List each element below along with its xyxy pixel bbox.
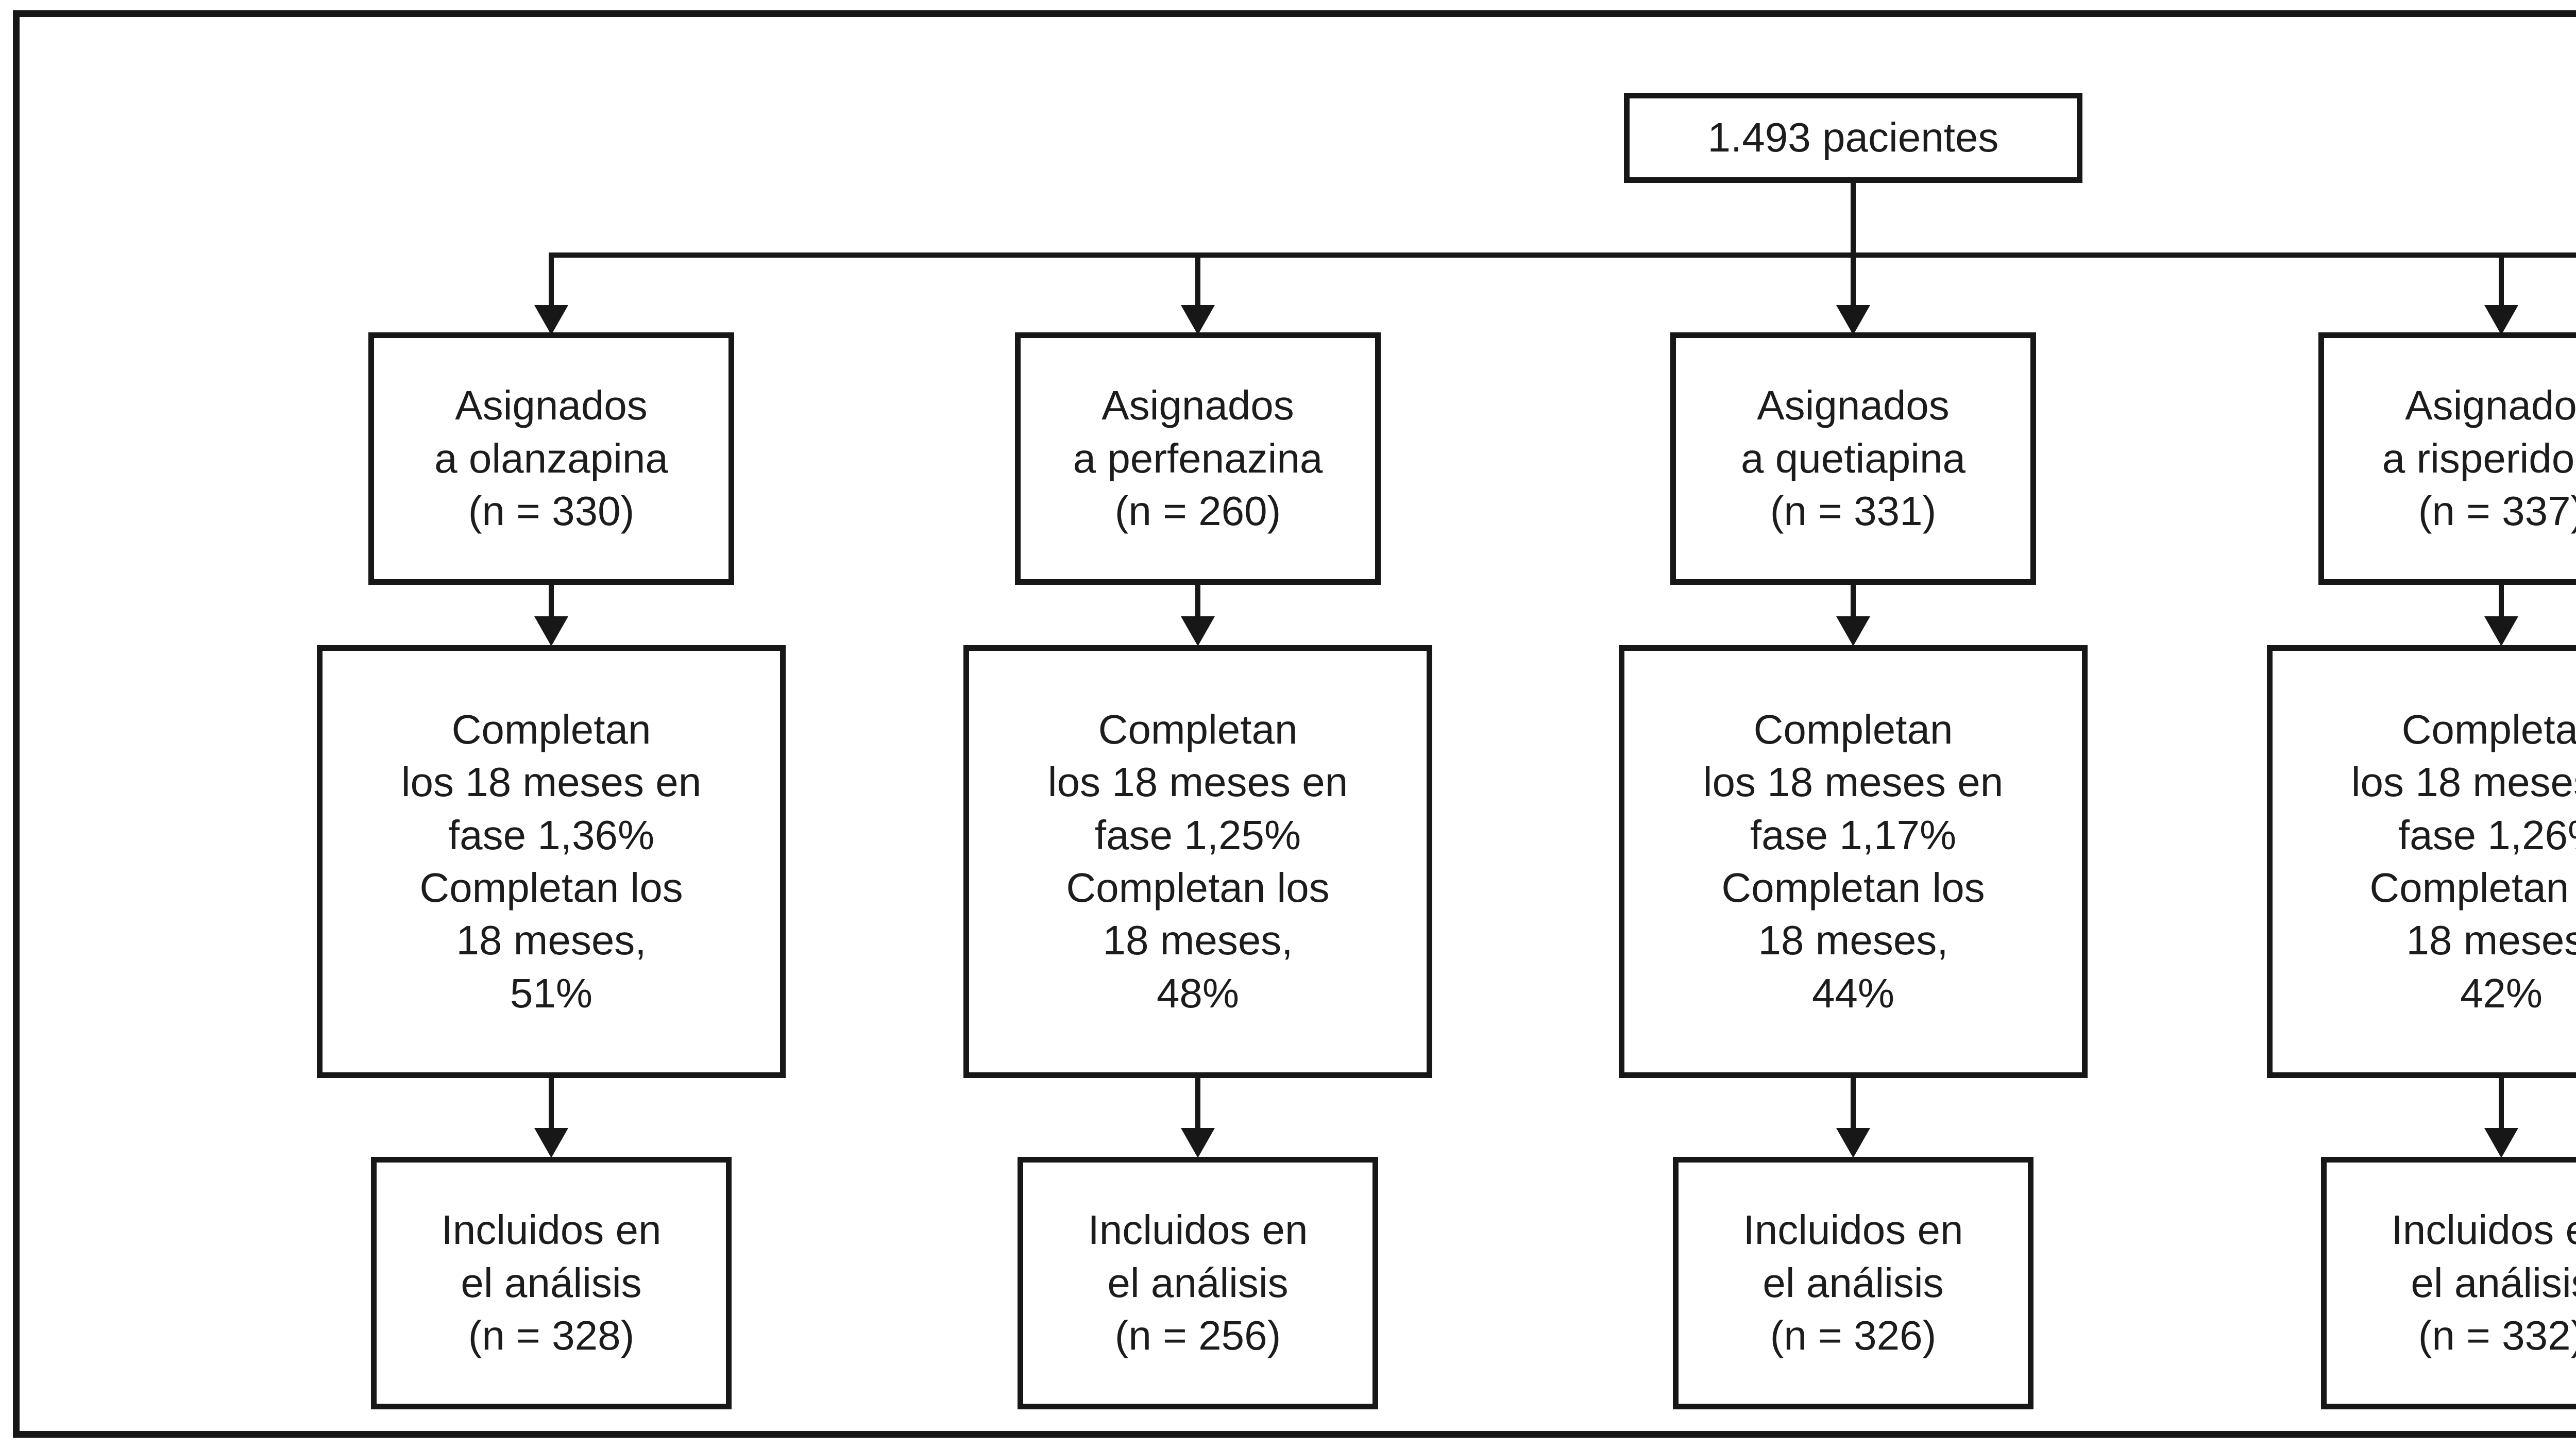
root-box-total-patients: 1.493 pacientes (1624, 93, 2082, 183)
completion-line: Completan (451, 706, 651, 752)
connector-stem-to-completion-risperidona (2499, 582, 2504, 619)
completion-box-olanzapina: Completan los 18 meses en fase 1,36% Com… (317, 645, 786, 1078)
assigned-box-olanzapina: Asignados a olanzapina (n = 330) (368, 332, 734, 585)
connector-stem-to-included-quetiapina (1851, 1077, 1856, 1131)
completion-line: los 18 meses en (1047, 759, 1348, 805)
assigned-count: (n = 330) (468, 488, 635, 534)
assigned-line: Asignados (2405, 382, 2576, 429)
completion-line: Completan (1753, 706, 1953, 752)
assigned-line: Asignados (455, 382, 648, 429)
completion-phase-pct: fase 1,36% (448, 812, 655, 858)
assigned-box-perfenazina: Asignados a perfenazina (n = 260) (1015, 332, 1381, 585)
completion-line: 18 meses, (1758, 917, 1948, 964)
arrow-down-icon (2484, 616, 2518, 646)
connector-stem-to-assigned-perfenazina (1195, 256, 1200, 307)
connector-stem-to-assigned-risperidona (2499, 256, 2504, 307)
assigned-count: (n = 337) (2418, 488, 2576, 534)
included-count: (n = 328) (468, 1312, 635, 1359)
arrow-down-icon (2484, 305, 2518, 335)
included-line: el análisis (1107, 1259, 1289, 1306)
arrow-down-icon (534, 1128, 568, 1158)
arrow-down-icon (1836, 616, 1870, 646)
completion-line: Completan los (1066, 865, 1330, 911)
included-line: el análisis (1762, 1259, 1944, 1306)
completion-total-pct: 48% (1156, 970, 1240, 1016)
included-count: (n = 326) (1770, 1312, 1937, 1359)
arrow-down-icon (1181, 305, 1215, 335)
connector-root-stem (1851, 181, 1856, 255)
assigned-box-quetiapina: Asignados a quetiapina (n = 331) (1670, 332, 2036, 585)
arrow-down-icon (1836, 305, 1870, 335)
completion-line: 18 meses, (456, 917, 647, 964)
assigned-line: a perfenazina (1073, 435, 1323, 481)
completion-line: Completan los (1721, 865, 1985, 911)
completion-total-pct: 51% (510, 970, 593, 1016)
assigned-line: a olanzapina (434, 435, 668, 481)
arrow-down-icon (534, 305, 568, 335)
connector-stem-to-included-perfenazina (1195, 1077, 1200, 1131)
completion-line: Completan (2401, 706, 2576, 752)
assigned-line: Asignados (1757, 382, 1950, 429)
included-count: (n = 332) (2418, 1312, 2576, 1359)
included-line: Incluidos en (441, 1207, 662, 1253)
completion-line: 18 meses, (1103, 917, 1293, 964)
arrow-down-icon (2484, 1128, 2518, 1158)
connector-stem-to-assigned-olanzapina (549, 256, 554, 307)
completion-line: Completan los (419, 865, 683, 911)
completion-line: los 18 meses en (401, 759, 702, 805)
assigned-count: (n = 331) (1770, 488, 1937, 534)
connector-horizontal-distribution (549, 252, 2576, 258)
arrow-down-icon (534, 616, 568, 646)
completion-phase-pct: fase 1,25% (1094, 812, 1301, 858)
assigned-line: a quetiapina (1741, 435, 1965, 481)
completion-line: los 18 meses en (2351, 759, 2576, 805)
completion-box-quetiapina: Completan los 18 meses en fase 1,17% Com… (1619, 645, 2088, 1078)
arrow-down-icon (1836, 1128, 1870, 1158)
arrow-down-icon (1181, 616, 1215, 646)
connector-stem-to-included-risperidona (2499, 1077, 2504, 1131)
included-line: el análisis (2411, 1259, 2576, 1306)
completion-box-perfenazina: Completan los 18 meses en fase 1,25% Com… (963, 645, 1432, 1078)
included-line: el análisis (461, 1259, 642, 1306)
included-box-olanzapina: Incluidos en el análisis (n = 328) (371, 1157, 732, 1409)
arrow-down-icon (1181, 1128, 1215, 1158)
connector-stem-to-completion-perfenazina (1195, 582, 1200, 619)
included-box-quetiapina: Incluidos en el análisis (n = 326) (1673, 1157, 2033, 1409)
completion-total-pct: 42% (2460, 970, 2543, 1016)
included-line: Incluidos en (1088, 1207, 1308, 1253)
assigned-count: (n = 260) (1114, 488, 1281, 534)
completion-line: Completan (1098, 706, 1298, 752)
connector-stem-to-included-olanzapina (549, 1077, 554, 1131)
assigned-line: a risperidona (2382, 435, 2576, 481)
assigned-box-risperidona: Asignados a risperidona (n = 337) (2318, 332, 2576, 585)
included-box-perfenazina: Incluidos en el análisis (n = 256) (1018, 1157, 1378, 1409)
connector-stem-to-assigned-quetiapina (1851, 256, 1856, 307)
connector-stem-to-completion-quetiapina (1851, 582, 1856, 619)
included-line: Incluidos en (1743, 1207, 1963, 1253)
completion-phase-pct: fase 1,26% (2398, 812, 2576, 858)
completion-total-pct: 44% (1811, 970, 1895, 1016)
completion-box-risperidona: Completan los 18 meses en fase 1,26% Com… (2267, 645, 2576, 1078)
completion-phase-pct: fase 1,17% (1750, 812, 1957, 858)
assigned-line: Asignados (1101, 382, 1294, 429)
included-line: Incluidos en (2391, 1207, 2576, 1253)
completion-line: 18 meses, (2406, 917, 2576, 964)
included-box-risperidona: Incluidos en el análisis (n = 332) (2321, 1157, 2576, 1409)
completion-line: los 18 meses en (1703, 759, 2004, 805)
root-label: 1.493 pacientes (1707, 114, 1999, 161)
connector-stem-to-completion-olanzapina (549, 582, 554, 619)
included-count: (n = 256) (1114, 1312, 1281, 1359)
completion-line: Completan los (2369, 865, 2576, 911)
